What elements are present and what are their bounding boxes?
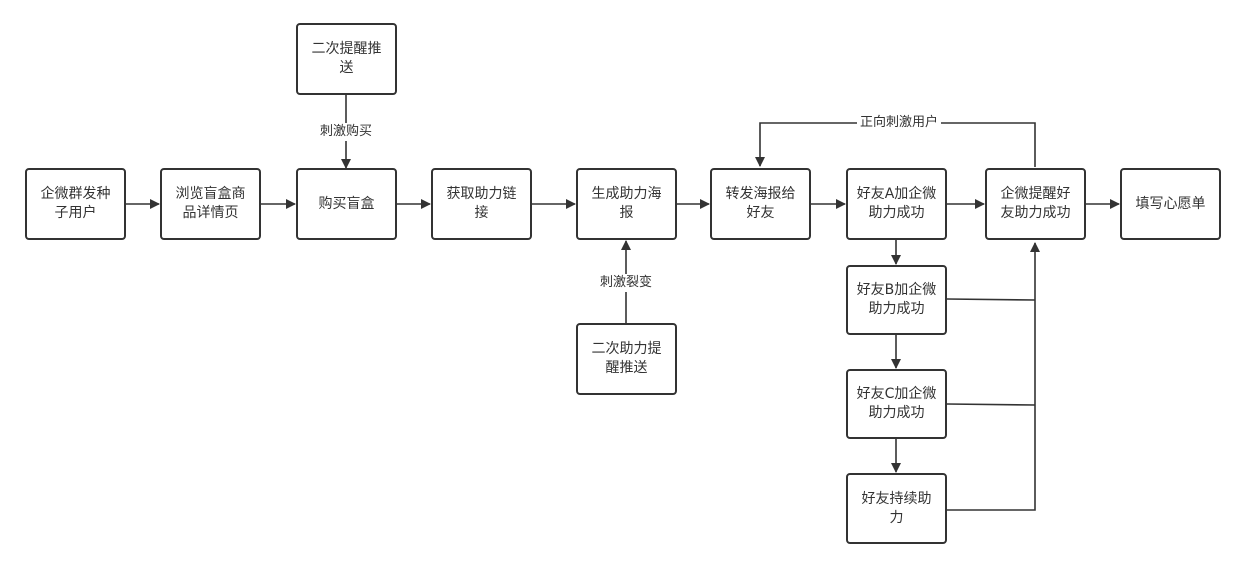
node-label: 好友B加企微助力成功 [856, 282, 937, 317]
node-get-link[interactable]: 获取助力链接 [431, 168, 532, 240]
node-forward-poster[interactable]: 转发海报给好友 [710, 168, 811, 240]
edge-friend-b-to-bus [946, 298, 1036, 301]
node-remind-success[interactable]: 企微提醒好友助力成功 [985, 168, 1086, 240]
node-wish-list[interactable]: 填写心愿单 [1120, 168, 1221, 240]
node-friend-b[interactable]: 好友B加企微助力成功 [846, 265, 947, 335]
node-label: 转发海报给好友 [725, 186, 796, 221]
node-label: 购买盲盒 [318, 195, 375, 212]
node-second-assist-push[interactable]: 二次助力提醒推送 [576, 323, 677, 395]
node-label: 获取助力链接 [446, 186, 517, 221]
node-buy-box[interactable]: 购买盲盒 [296, 168, 397, 240]
node-seed-users[interactable]: 企微群发种子用户 [25, 168, 126, 240]
node-browse-detail[interactable]: 浏览盲盒商品详情页 [160, 168, 261, 240]
node-label: 浏览盲盒商品详情页 [175, 186, 246, 221]
node-label: 填写心愿单 [1135, 195, 1206, 212]
edge-label-stimulate-buy: 刺激购买 [316, 123, 376, 141]
edge-label-positive-stimulus: 正向刺激用户 [856, 114, 942, 132]
node-second-push[interactable]: 二次提醒推送 [296, 23, 397, 95]
edge-friend-c-to-bus [946, 403, 1036, 406]
node-friend-more[interactable]: 好友持续助力 [846, 473, 947, 544]
node-label: 二次助力提醒推送 [591, 341, 662, 376]
edge-label-stimulate-fission: 刺激裂变 [596, 274, 656, 292]
node-label: 企微群发种子用户 [40, 186, 111, 221]
node-friend-c[interactable]: 好友C加企微助力成功 [846, 369, 947, 439]
edge-friend-more-to-bus [947, 242, 1040, 511]
node-label: 企微提醒好友助力成功 [1000, 186, 1071, 221]
node-label: 生成助力海报 [591, 186, 662, 221]
node-gen-poster[interactable]: 生成助力海报 [576, 168, 677, 240]
node-label: 好友持续助力 [861, 490, 932, 526]
node-label: 二次提醒推送 [311, 41, 382, 76]
node-friend-a[interactable]: 好友A加企微助力成功 [846, 168, 947, 240]
node-label: 好友C加企微助力成功 [856, 386, 937, 421]
node-label: 好友A加企微助力成功 [856, 186, 937, 221]
